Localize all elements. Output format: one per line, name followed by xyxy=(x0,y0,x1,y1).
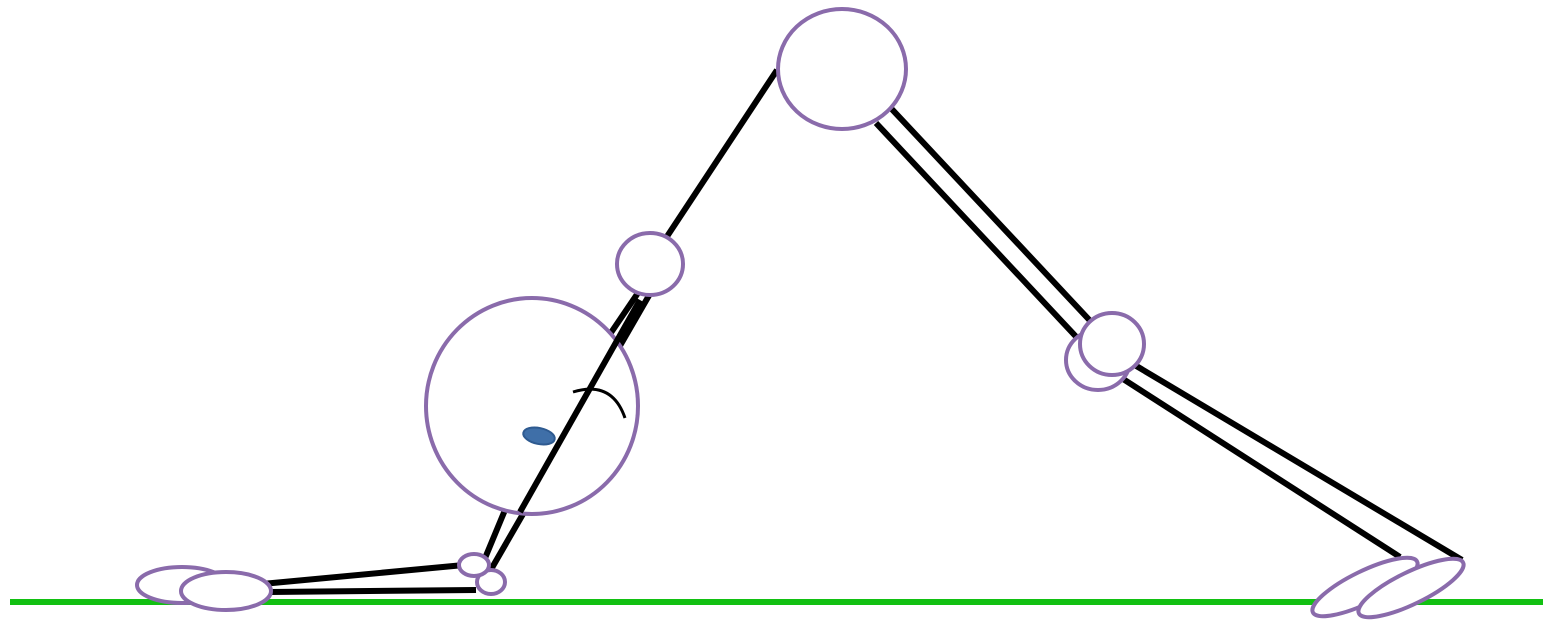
front-knee-joint xyxy=(1078,311,1146,377)
back-forearm-line xyxy=(480,508,508,565)
head-circle xyxy=(424,296,640,516)
back-hand-line xyxy=(269,587,477,595)
hip-joint xyxy=(776,7,908,131)
torso-line xyxy=(663,68,780,240)
back-wrist-joint xyxy=(475,568,507,596)
front-hand xyxy=(179,570,273,612)
front-wrist-joint xyxy=(457,552,491,578)
front-arm-over-head-line xyxy=(517,298,643,514)
front-shin-line xyxy=(1131,361,1464,563)
eye-icon xyxy=(522,426,556,446)
ear-arc xyxy=(572,387,627,419)
front-hand-line xyxy=(261,562,465,587)
back-thigh-line xyxy=(873,120,1085,346)
front-thigh-line xyxy=(855,70,1098,329)
back-shin-line xyxy=(1118,374,1402,560)
back-upper-arm-line xyxy=(603,288,643,342)
front-foot xyxy=(1356,556,1466,620)
shoulder-joint xyxy=(615,231,685,297)
